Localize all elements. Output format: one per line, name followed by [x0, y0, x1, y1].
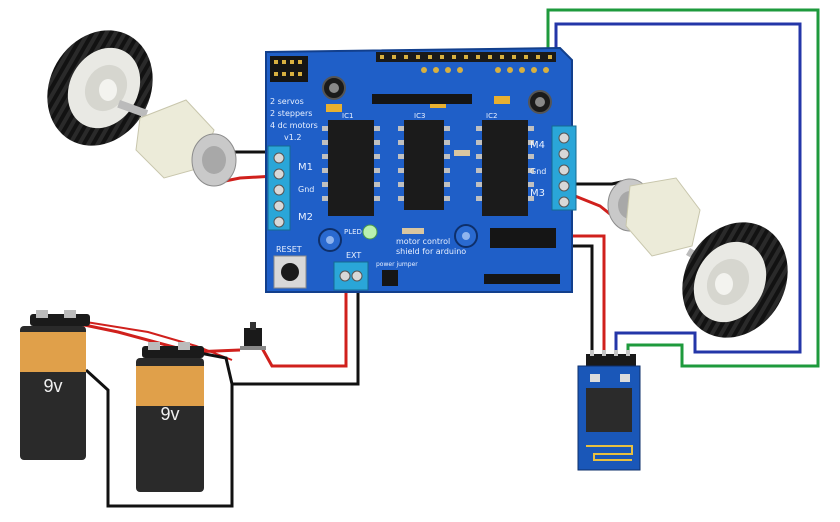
power-switch[interactable]	[240, 322, 266, 350]
cap-yellow-3	[494, 96, 510, 104]
m4-label: M4	[530, 140, 545, 151]
capacitor-bottom-left	[318, 228, 342, 252]
bt-red-wire	[560, 234, 606, 358]
m2-label: M2	[298, 212, 313, 223]
m1-label: M1	[298, 162, 313, 173]
version-label: v1.2	[284, 133, 301, 142]
cap-yellow-1	[326, 104, 342, 112]
left-axle	[117, 100, 149, 118]
green-wire	[546, 8, 820, 368]
servo-note-3: 4 dc motors	[270, 121, 318, 130]
resistor-2	[402, 228, 424, 234]
resistor-1	[454, 150, 470, 156]
capacitor-bottom-mid	[454, 224, 478, 248]
ic3-label: IC3	[414, 112, 425, 120]
ext-black-wire	[84, 290, 360, 508]
capacitor-right	[528, 90, 552, 114]
board-title-2: shield for arduino	[396, 247, 466, 256]
battery-right: 9v	[136, 342, 204, 492]
terminal-m3-m4[interactable]	[551, 125, 577, 211]
battery-left: 9v	[20, 310, 90, 460]
bluetooth-module	[577, 350, 641, 471]
ic2-label: IC2	[486, 112, 497, 120]
board-title-1: motor control	[396, 237, 450, 246]
battery-red-wire-2	[85, 321, 233, 361]
bt-antenna	[586, 445, 633, 461]
right-side-header	[490, 228, 556, 248]
ic3-chip	[398, 120, 450, 210]
m3-red-wire	[574, 194, 611, 216]
power-jumper-label: power jumper	[376, 261, 418, 268]
gnd-right-label: Gnd	[530, 167, 546, 176]
left-gear-motor	[135, 99, 237, 187]
reset-label: RESET	[276, 245, 302, 254]
gnd-left-label: Gnd	[298, 185, 314, 194]
blue-wire	[554, 22, 802, 358]
m3-label: M3	[530, 188, 545, 199]
power-led	[362, 224, 378, 240]
ext-label: EXT	[346, 251, 361, 260]
ext-red-wire	[260, 290, 348, 368]
top-header-left	[270, 56, 308, 82]
pled-label: PLED	[344, 228, 362, 236]
motor-shield: 2 servos 2 steppers 4 dc motors v1.2 M1 …	[265, 46, 577, 293]
bottom-header	[484, 274, 560, 284]
reset-button[interactable]	[273, 255, 307, 289]
terminal-ext-power[interactable]	[333, 261, 369, 291]
servo-note-1: 2 servos	[270, 97, 304, 106]
servo-note-2: 2 steppers	[270, 109, 312, 118]
right-wheel	[682, 222, 788, 338]
terminal-m1-m2[interactable]	[267, 145, 291, 231]
power-jumper[interactable]	[382, 270, 398, 286]
ic1-chip	[322, 120, 380, 216]
ic1-label: IC1	[342, 112, 353, 120]
servo-connector	[372, 94, 472, 104]
battery-left-label: 9v	[43, 376, 62, 396]
ic2-chip	[476, 120, 534, 216]
bt-chip	[586, 388, 632, 432]
capacitor-top	[322, 76, 346, 100]
right-gear-motor	[607, 177, 701, 257]
battery-right-label: 9v	[160, 404, 179, 424]
